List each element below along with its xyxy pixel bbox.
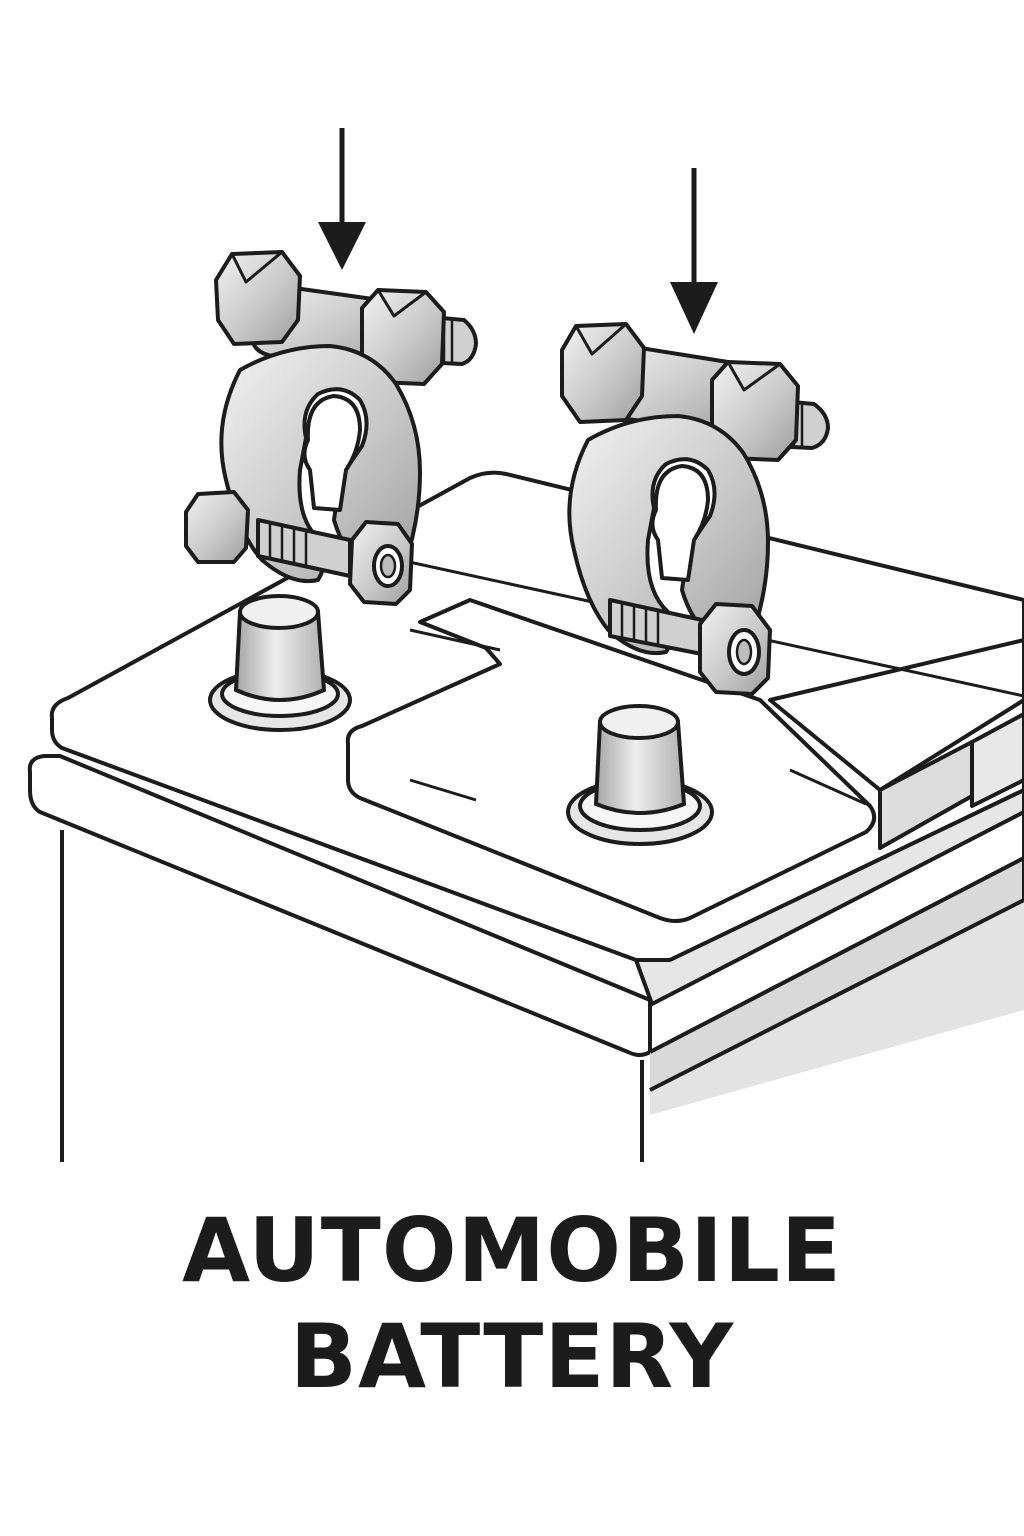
down-arrow-icon [670,168,718,334]
down-arrow-icon [318,128,366,270]
battery-post-icon [566,704,714,846]
battery-rim [27,754,1024,1092]
terminal-clamp-icon [184,250,478,606]
battery-post-icon [208,594,352,732]
caption-line-2: BATTERY [289,1305,735,1408]
caption: AUTOMOBILE BATTERY [0,1198,1024,1410]
caption-line-1: AUTOMOBILE [181,1199,843,1302]
terminal-clamp-icon [560,322,830,696]
